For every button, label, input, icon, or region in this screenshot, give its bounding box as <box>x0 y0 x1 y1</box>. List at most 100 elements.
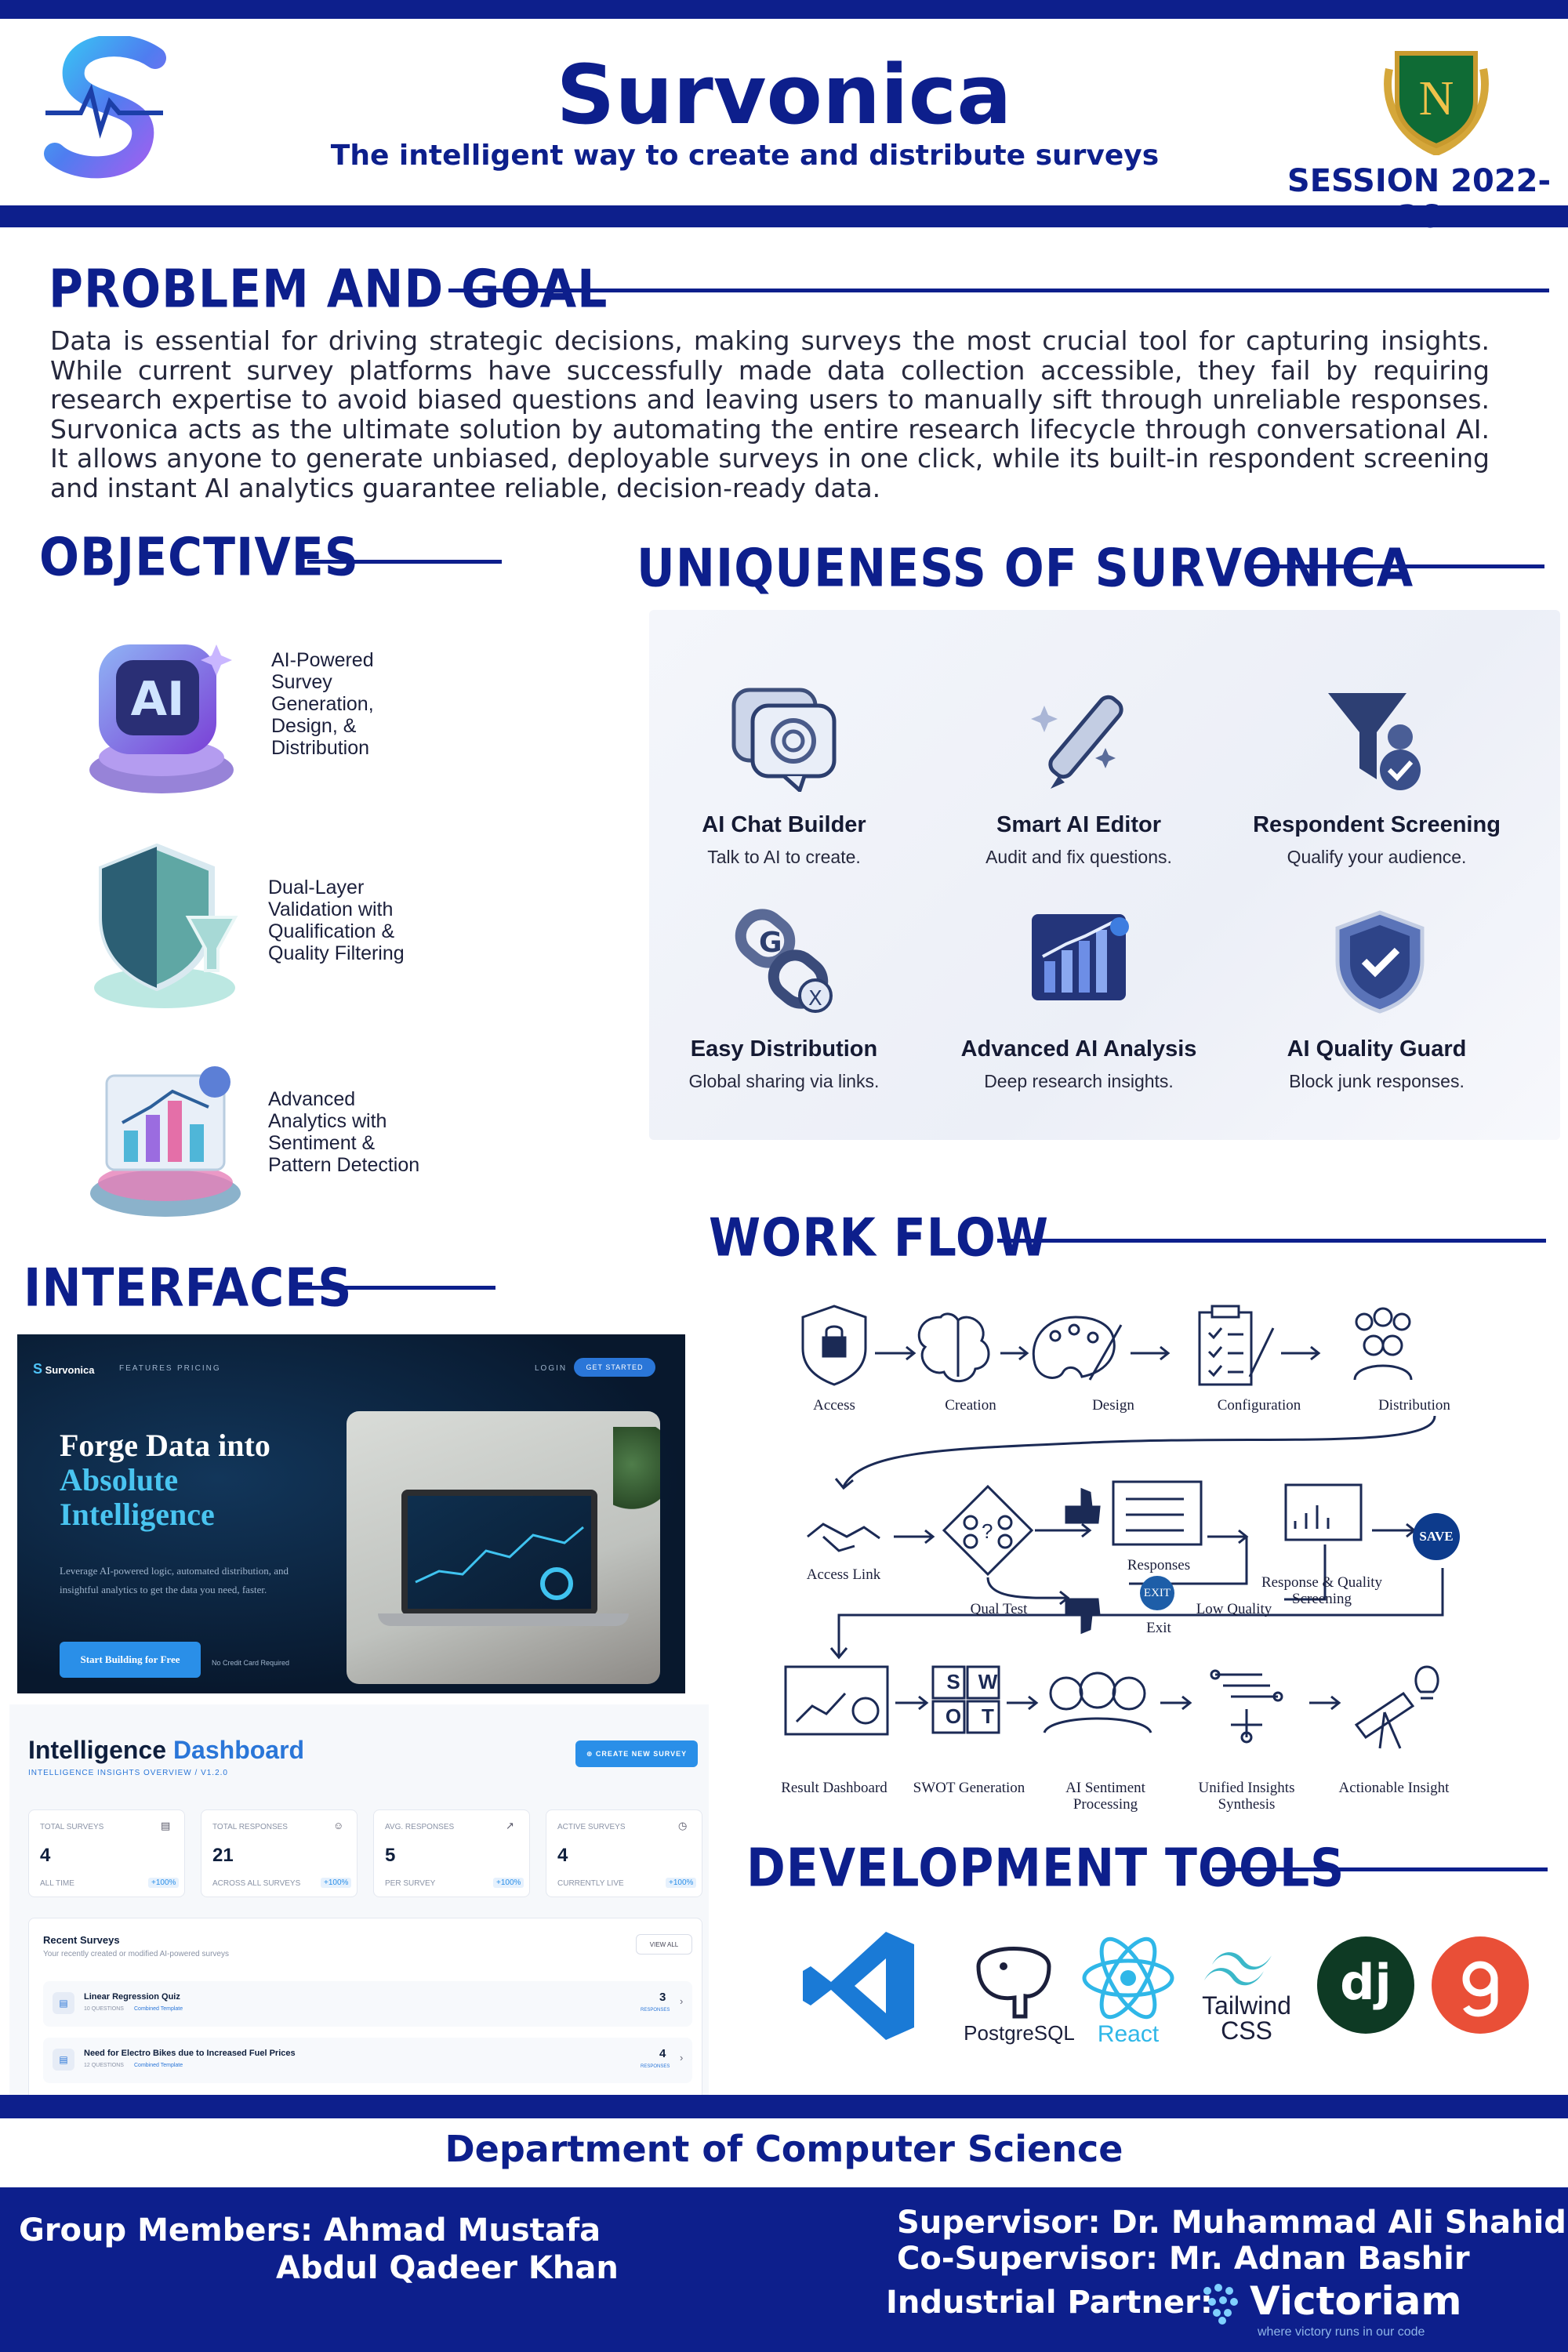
feature-subtitle-ai-quality-guard: Block junk responses. <box>1289 1071 1465 1091</box>
wf-label-access: Access <box>813 1397 855 1414</box>
interfaces-heading: Interfaces <box>24 1258 353 1319</box>
objective-label-2: Dual-Layer Validation with Qualification… <box>268 877 405 964</box>
survey-name: Need for Electro Bikes due to Increased … <box>84 2049 296 2058</box>
wf-label-unified-insights: Unified Insights Synthesis <box>1198 1780 1295 1813</box>
top-band <box>0 0 1568 19</box>
stat-value: 4 <box>557 1845 568 1866</box>
uniqueness-heading: Uniqueness Of Survonica <box>637 538 1414 600</box>
easy-distribution-icon: G X <box>729 906 839 1016</box>
feature-subtitle-respondent-screening: Qualify your audience. <box>1287 847 1467 867</box>
co-supervisor: Co-Supervisor: Mr. Adnan Bashir <box>897 2241 1470 2277</box>
plus-icon: ⊕ <box>586 1750 596 1758</box>
feature-title-easy-distribution: Easy Distribution <box>690 1036 878 1062</box>
recent-surveys-panel: Recent Surveys Your recently created or … <box>28 1918 702 2096</box>
survey-count: 3 <box>659 1991 666 2004</box>
dashboard-title-part1: Intelligence <box>28 1736 167 1764</box>
unified-insights-network-icon <box>1210 1669 1283 1744</box>
stat-card-total-responses: TOTAL RESPONSES ☺ 21 ACROSS ALL SURVEYS … <box>201 1809 358 1897</box>
survey-name: Linear Regression Quiz <box>84 1992 180 2002</box>
survey-file-icon: ▤ <box>53 2049 74 2071</box>
landing-start-button[interactable]: Start Building for Free <box>60 1642 201 1678</box>
swot-icon <box>931 1665 1000 1734</box>
wf-label-distribution: Distribution <box>1378 1397 1450 1414</box>
stat-delta: +100% <box>148 1878 180 1888</box>
wf-label-configuration: Configuration <box>1217 1397 1301 1414</box>
survey-meta: 12 QUESTIONS <box>84 2063 124 2068</box>
git-icon <box>1432 1936 1529 2034</box>
postgresql-icon <box>963 1935 1065 2021</box>
wf-label-responses: Responses <box>1127 1557 1191 1573</box>
wf-label-swot-generation: SWOT Generation <box>913 1780 1025 1796</box>
stat-foot: PER SURVEY <box>385 1879 436 1888</box>
trend-icon: ↗ <box>506 1820 514 1831</box>
screening-monitor-icon <box>1284 1483 1363 1541</box>
survey-row-1[interactable]: ▤ Linear Regression Quiz 10 QUESTIONS Co… <box>43 1981 692 2027</box>
feature-title-ai-quality-guard: AI Quality Guard <box>1287 1036 1467 1062</box>
stat-foot: ACROSS ALL SURVEYS <box>212 1879 301 1888</box>
stat-foot: ALL TIME <box>40 1879 74 1888</box>
landing-login-link[interactable]: LOGIN <box>535 1364 568 1373</box>
wf-label-qual-test: Qual Test <box>970 1601 1028 1617</box>
ai-chat-builder-icon <box>729 682 839 794</box>
tagline: The intelligent way to create and distri… <box>330 140 1160 172</box>
wf-label-access-link: Access Link <box>806 1566 881 1583</box>
stat-delta: +100% <box>493 1878 524 1888</box>
tools-heading-line <box>1212 1867 1548 1871</box>
landing-nav-pricing[interactable]: PRICING <box>177 1364 221 1373</box>
feature-subtitle-advanced-ai-analysis: Deep research insights. <box>984 1071 1174 1091</box>
document-icon: ▤ <box>161 1820 171 1831</box>
create-survey-label: CREATE NEW SURVEY <box>595 1750 688 1758</box>
svg-text:AI: AI <box>131 672 185 727</box>
stat-card-active-surveys: ACTIVE SURVEYS ◷ 4 CURRENTLY LIVE +100% <box>546 1809 702 1897</box>
uniqueness-heading-line <box>1247 564 1544 568</box>
survey-tag: Combined Template <box>134 2006 183 2012</box>
group-members: Group Members: Ahmad Mustafa <box>19 2212 601 2249</box>
dashboard-subtitle: INTELLIGENCE INSIGHTS OVERVIEW / V1.2.0 <box>28 1769 228 1777</box>
objective-label-3: Advanced Analytics with Sentiment & Patt… <box>268 1088 420 1176</box>
wf-label-design: Design <box>1092 1397 1134 1414</box>
objective-shield-icon <box>78 831 251 1011</box>
landing-nav-features[interactable]: FEATURES <box>119 1364 173 1373</box>
problem-paragraph: Data is essential for driving strategic … <box>50 325 1490 503</box>
group-member-2: Abdul Qadeer Khan <box>276 2250 619 2286</box>
stat-value: 5 <box>385 1845 396 1866</box>
industrial-partner-label: Industrial Partner: <box>886 2285 1213 2321</box>
wf-label-result-dashboard: Result Dashboard <box>781 1780 887 1796</box>
feature-subtitle-ai-chat-builder: Talk to AI to create. <box>707 847 861 867</box>
stat-label: TOTAL RESPONSES <box>212 1823 288 1831</box>
survey-count-label: RESPONSES <box>641 2064 670 2069</box>
supervisor: Supervisor: Dr. Muhammad Ali Shahid <box>897 2205 1566 2241</box>
stat-card-avg-responses: AVG. RESPONSES ↗ 5 PER SURVEY +100% <box>373 1809 530 1897</box>
lock-icon <box>801 1305 867 1386</box>
advanced-ai-analysis-icon <box>1027 906 1137 1016</box>
survey-count: 4 <box>659 2047 666 2060</box>
svg-text:G: G <box>759 927 782 959</box>
tailwind-label: Tailwind CSS <box>1202 1991 1291 2045</box>
footer-divider <box>0 2095 1568 2118</box>
dashboard-title-part2: Dashboard <box>172 1736 305 1764</box>
landing-get-started-button[interactable]: GET STARTED <box>574 1358 655 1377</box>
wf-label-creation: Creation <box>945 1397 996 1414</box>
tailwind-icon <box>1196 1944 1290 1991</box>
department-name: Department of Computer Science <box>445 2128 1123 2170</box>
feature-subtitle-smart-ai-editor: Audit and fix questions. <box>985 847 1172 867</box>
dashboard-screenshot: Intelligence Dashboard INTELLIGENCE INSI… <box>9 1704 709 2096</box>
create-survey-button[interactable]: ⊕ CREATE NEW SURVEY <box>575 1740 698 1767</box>
objective-ai-icon: AI <box>75 613 248 809</box>
recent-surveys-title: Recent Surveys <box>43 1934 120 1946</box>
wf-label-screening: Response & Quality Screening <box>1261 1574 1383 1607</box>
feature-title-smart-ai-editor: Smart AI Editor <box>996 812 1161 837</box>
stat-value: 21 <box>212 1845 234 1866</box>
objective-label-1: AI-Powered Survey Generation, Design, & … <box>271 649 374 759</box>
svg-text:X: X <box>808 987 822 1011</box>
wf-label-ai-sentiment: AI Sentiment Processing <box>1065 1780 1145 1813</box>
objective-analytics-icon <box>75 1036 256 1225</box>
landing-headline-1: Forge Data into <box>60 1428 270 1463</box>
qual-test-icon: ? <box>942 1484 1034 1577</box>
responses-icon <box>1112 1480 1203 1546</box>
ai-quality-guard-icon <box>1325 906 1435 1016</box>
view-all-button[interactable]: VIEW ALL <box>636 1934 692 1955</box>
result-dashboard-icon <box>784 1665 889 1736</box>
crest-letter: N <box>1419 72 1454 125</box>
survey-row-2[interactable]: ▤ Need for Electro Bikes due to Increase… <box>43 2038 692 2083</box>
